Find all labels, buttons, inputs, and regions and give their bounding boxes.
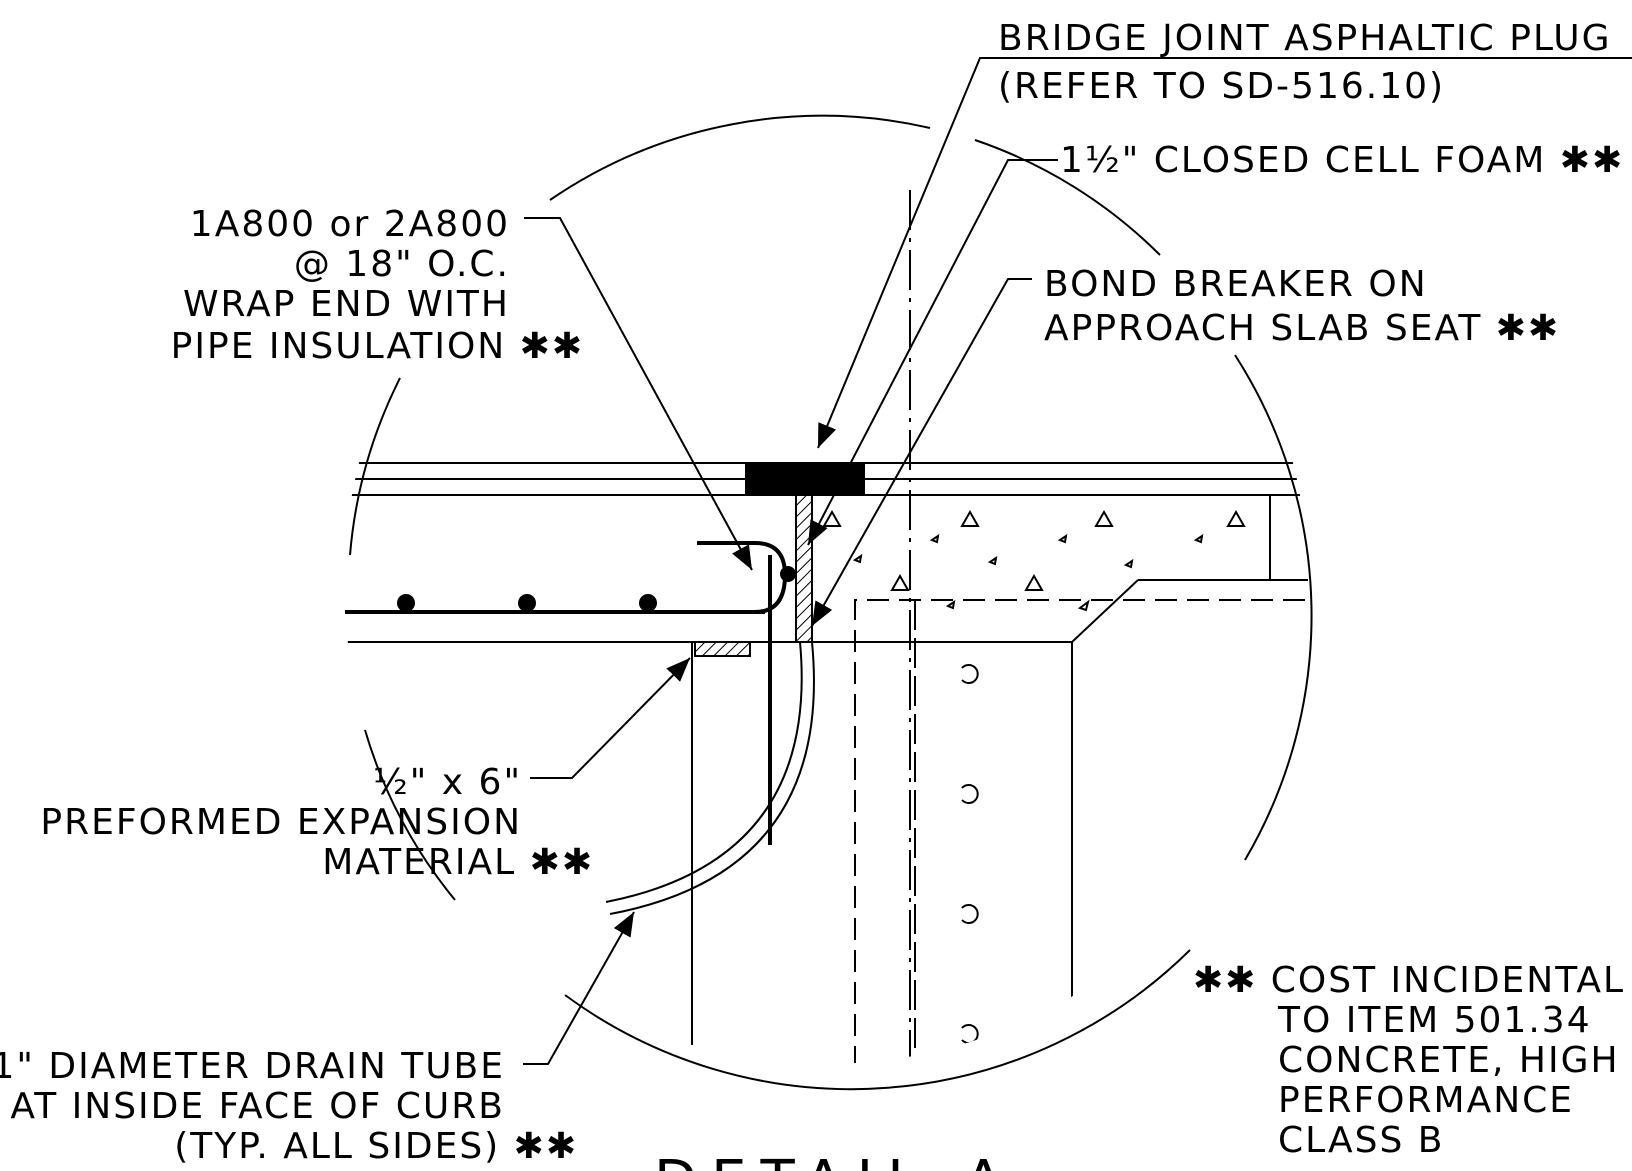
bar-label-line3: WRAP END WITH: [183, 284, 510, 325]
bond-breaker-label-line1: BOND BREAKER ON: [1044, 264, 1428, 305]
concrete-aggregate: [822, 509, 1246, 612]
drain-label-line2: AT INSIDE FACE OF CURB: [10, 1086, 505, 1127]
drain-tube: [605, 641, 803, 903]
bond-breaker-label-line2: APPROACH SLAB SEAT ✱✱: [1044, 308, 1560, 349]
bar-label-line2: @ 18" O.C.: [294, 244, 510, 285]
cost-note-line2: TO ITEM 501.34: [1277, 1000, 1592, 1041]
cost-note-line5: CLASS B: [1278, 1120, 1445, 1161]
cost-note-line3: CONCRETE, HIGH: [1278, 1040, 1620, 1081]
closed-cell-foam: [795, 494, 813, 643]
cost-note-line4: PERFORMANCE: [1278, 1080, 1574, 1121]
expansion-label-line3: MATERIAL ✱✱: [322, 842, 594, 883]
rebar-dot-1: [397, 594, 415, 612]
preformed-expansion: [694, 641, 751, 657]
cost-note-line1: ✱✱ COST INCIDENTAL: [1193, 960, 1625, 1001]
asphaltic-plug: [745, 463, 865, 495]
detail-title: DETAIL A: [654, 1149, 1017, 1171]
dowel-holes: [961, 664, 979, 1044]
drain-label-line1: 1" DIAMETER DRAIN TUBE: [0, 1046, 505, 1087]
bar-label-line1: 1A800 or 2A800: [190, 204, 510, 245]
detail-circle: [349, 114, 1313, 1091]
foam-label: 1½" CLOSED CELL FOAM ✱✱: [1060, 140, 1624, 181]
plug-label-line1: BRIDGE JOINT ASPHALTIC PLUG: [998, 18, 1611, 59]
expansion-label-line1: ½" x 6": [373, 762, 522, 803]
bar-label-line4: PIPE INSULATION ✱✱: [171, 326, 584, 367]
leader-lines: [523, 57, 1632, 1065]
section-geometry: [344, 190, 1308, 1064]
plug-label-line2: (REFER TO SD-516.10): [998, 66, 1445, 107]
rebar-dot-2: [518, 594, 536, 612]
expansion-label-line2: PREFORMED EXPANSION: [40, 802, 522, 843]
drain-label-line3: (TYP. ALL SIDES) ✱✱: [174, 1126, 578, 1167]
rebar-dot-3: [639, 594, 657, 612]
